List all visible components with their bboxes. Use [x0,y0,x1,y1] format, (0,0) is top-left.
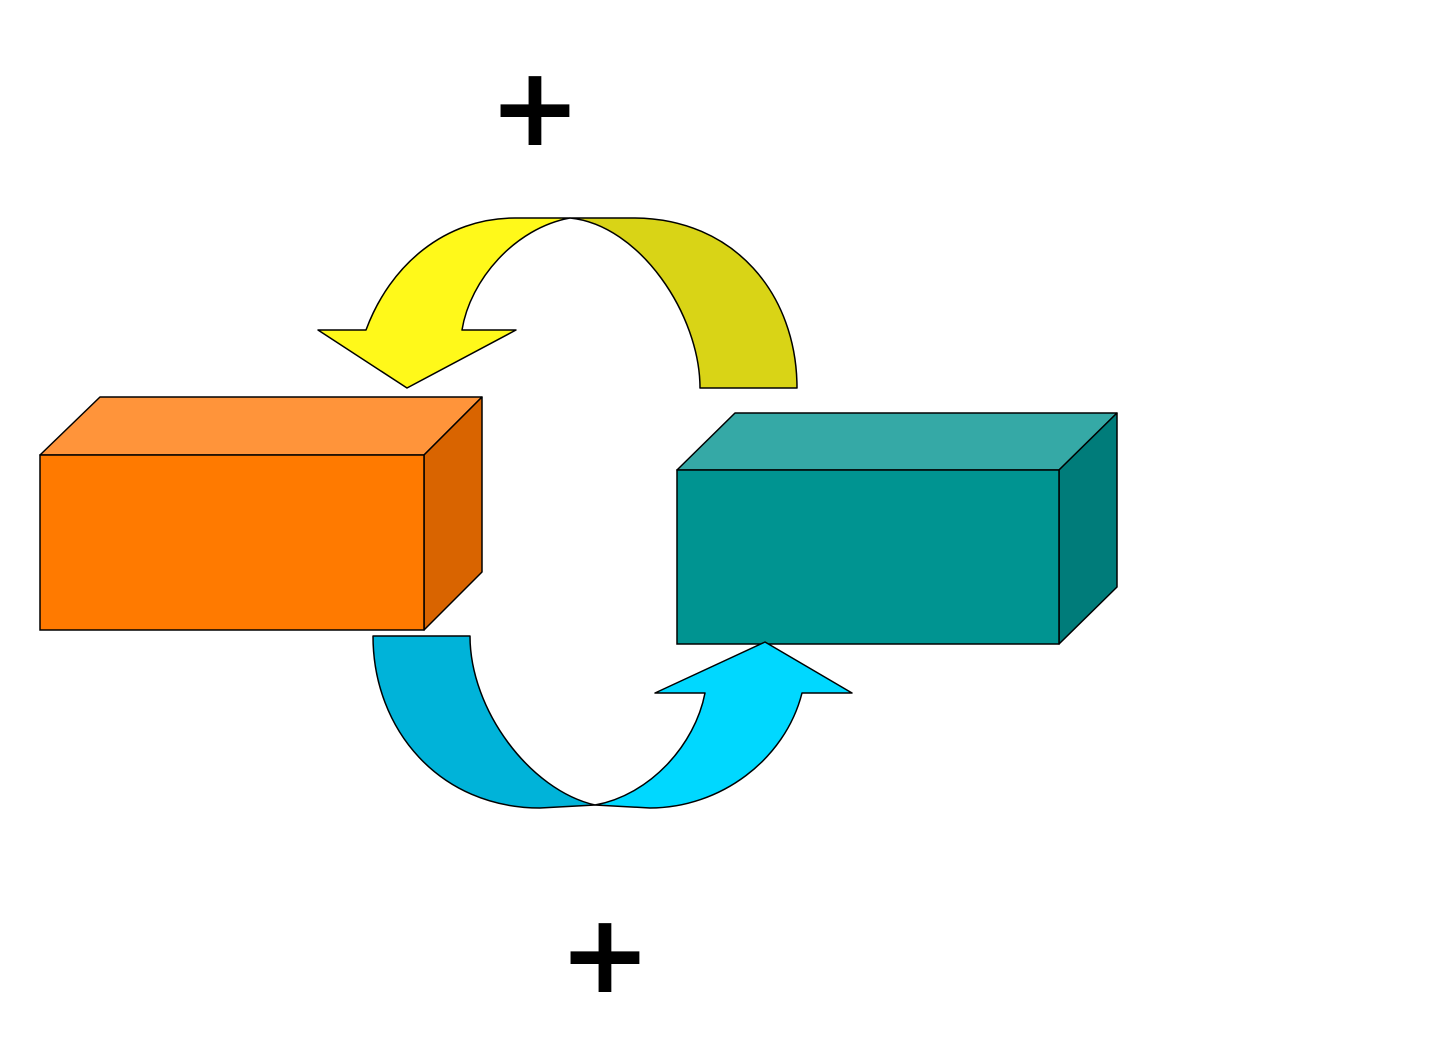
bottom-plus-sign: + [559,890,651,1018]
bottom-arrow-head [594,641,853,809]
right-box-front-face [676,469,1060,645]
bottom-arrow-tail [372,635,596,809]
left-box-top-face [39,396,483,456]
bottom-curved-arrow [372,635,853,809]
left-box-front-face [39,454,425,631]
right-box-top-face [676,412,1118,471]
top-curved-arrow [317,217,798,389]
top-arrow-head [317,217,571,389]
left-box [39,396,483,631]
top-arrow-tail [569,217,798,389]
right-box [676,412,1118,645]
top-plus-sign: + [489,43,581,171]
